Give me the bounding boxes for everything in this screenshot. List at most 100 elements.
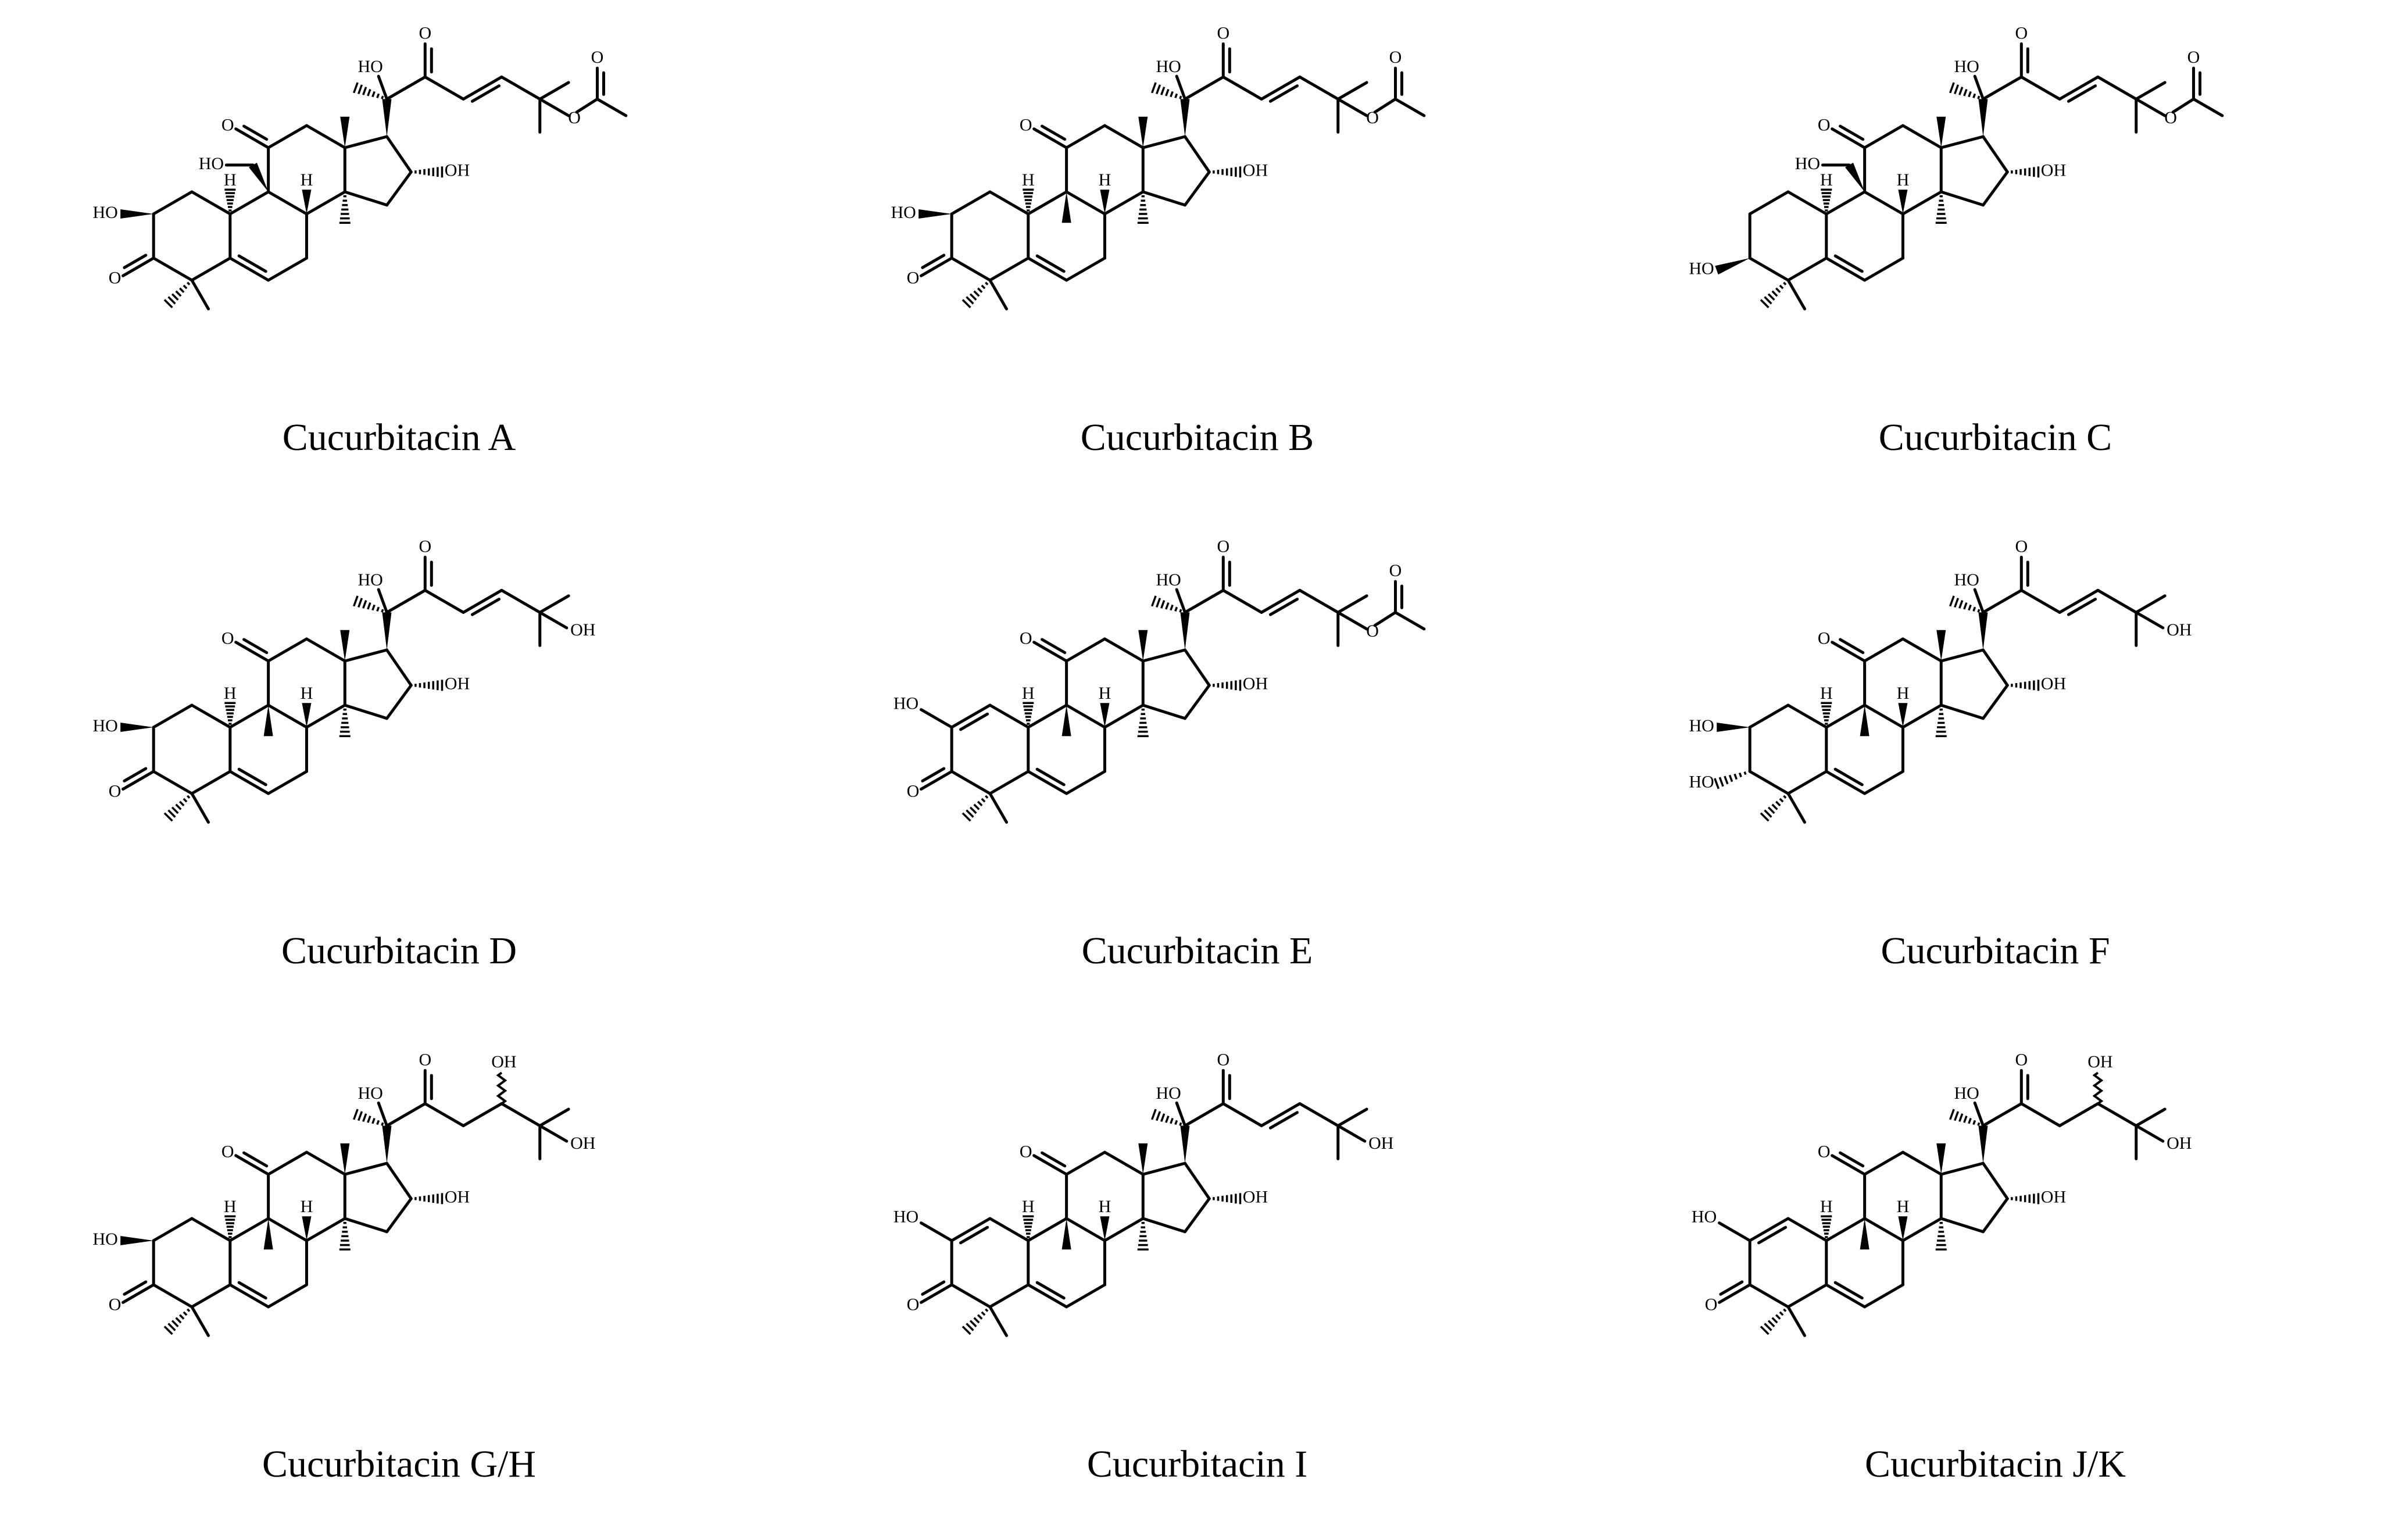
oxygen-label: O (419, 537, 431, 556)
hash-stroke (179, 287, 185, 293)
hydrogen-label: H (224, 1197, 237, 1216)
c10-h-hash (1023, 188, 1034, 212)
hash-stroke (367, 1115, 371, 1123)
c10-h-hash (1821, 702, 1832, 725)
c13-methyl-wedge (1936, 1143, 1946, 1174)
c23-c24-bond (2058, 1102, 2100, 1127)
c15-c16-bond (1183, 1197, 1211, 1234)
c22-c23-bond (423, 1102, 465, 1127)
oxygen-label: O (1818, 116, 1831, 135)
c25-o-bond (2135, 97, 2167, 117)
c8-c9-bond (1863, 703, 1904, 729)
c23-c24-double-bond (2058, 75, 2100, 101)
oxygen-label: O (1020, 1142, 1032, 1162)
hash-stroke (1977, 1122, 1981, 1126)
c4-methyl-hash (961, 281, 989, 309)
c11-carbonyl-second (1041, 124, 1067, 141)
hash-stroke (985, 1308, 989, 1312)
c3-c4-bond (152, 256, 194, 282)
c1-c2-bond (1748, 190, 1790, 216)
hash-stroke (171, 806, 179, 814)
hash-stroke (1958, 600, 1964, 609)
hash-stroke (371, 91, 376, 98)
c14-c15-bond (1141, 190, 1186, 207)
hash-stroke (1179, 95, 1182, 99)
hash-stroke (353, 1109, 359, 1120)
c9-methyl-wedge (1860, 705, 1869, 737)
hash-stroke (376, 93, 380, 98)
c10-h-hash (224, 188, 236, 212)
c24-c25-bond (500, 588, 542, 614)
c12-c13-bond (1901, 124, 1943, 149)
c5-c6-double-bond-second (1035, 254, 1066, 273)
c20-methyl-hash (1151, 595, 1182, 613)
hash-stroke (985, 795, 989, 799)
c20-methyl-hash (353, 595, 384, 613)
c24-c25-bond (2096, 1102, 2138, 1127)
c14-c15-bond (343, 1217, 388, 1234)
hash-stroke (1764, 296, 1772, 305)
hash-stroke (187, 795, 191, 799)
c17-c20-wedge (382, 99, 392, 137)
c8-h-wedge (302, 703, 312, 727)
c12-c13-bond (305, 637, 346, 663)
c4-methyl-hash (163, 281, 191, 309)
hash-stroke (1728, 774, 1733, 782)
c11-carbonyl (1831, 1154, 1867, 1176)
hash-stroke (1977, 609, 1981, 613)
c4-methyl-hash (1760, 1308, 1787, 1335)
c11-carbonyl (234, 641, 270, 663)
c10-h-hash (1023, 1215, 1034, 1238)
hash-stroke (1733, 773, 1738, 780)
c3-carbonyl (121, 256, 155, 277)
acetyl-methyl-bond (2192, 97, 2224, 117)
hydrogen-label: H (301, 1197, 313, 1216)
c3-c4-bond (1748, 770, 1790, 795)
c22-c23-bond (1221, 588, 1263, 614)
hash-stroke (1160, 600, 1166, 609)
c4-c5-bond (988, 770, 1030, 795)
hash-stroke (1174, 1120, 1178, 1125)
hydroxyl-label: OH (1243, 161, 1268, 180)
c3-carbonyl-second (921, 253, 946, 269)
hash-stroke (1767, 1320, 1775, 1328)
hydroxyl-label: OH (2041, 1188, 2066, 1207)
c5-c6-double-bond (1027, 1283, 1068, 1309)
hydroxyl-label: HO (1689, 773, 1714, 792)
c12-c13-bond (1103, 637, 1145, 663)
c5-c6-double-bond-second (237, 767, 267, 787)
hash-stroke (981, 798, 986, 803)
c23-c24-double-bond-second (1268, 598, 1299, 616)
c16-oh-hash (2011, 680, 2040, 691)
c25-oh-bond (2135, 610, 2165, 630)
oxygen-label: O (419, 23, 431, 42)
c24-c25-bond (2096, 75, 2138, 101)
oxygen-label: O (2015, 1050, 2028, 1069)
c24-c25-bond (1298, 588, 1340, 614)
hydroxyl-label: HO (891, 203, 916, 222)
c6-c7-bond (267, 1283, 308, 1309)
c20-c22-bond (1183, 75, 1225, 101)
hydroxyl-label: OH (2167, 620, 2192, 639)
hash-stroke (353, 82, 359, 94)
c22-c23-bond (2019, 75, 2061, 101)
c12-c13-bond (1103, 1150, 1145, 1176)
c22-c23-bond (1221, 1102, 1263, 1127)
c3-carbonyl (920, 256, 953, 277)
c3-carbonyl (121, 1283, 155, 1304)
c2-oh-bond (920, 1221, 953, 1242)
c10-c1-bond (190, 703, 232, 729)
c14-c8-bond (1901, 190, 1943, 216)
hash-stroke (1963, 602, 1968, 610)
hash-stroke (179, 801, 185, 806)
c14-c8-bond (305, 703, 346, 729)
hash-stroke (187, 1308, 191, 1312)
c20-c22-bond (1183, 1102, 1225, 1127)
c3-carbonyl (920, 1283, 953, 1304)
hash-stroke (183, 798, 188, 803)
hash-stroke (961, 1325, 971, 1335)
